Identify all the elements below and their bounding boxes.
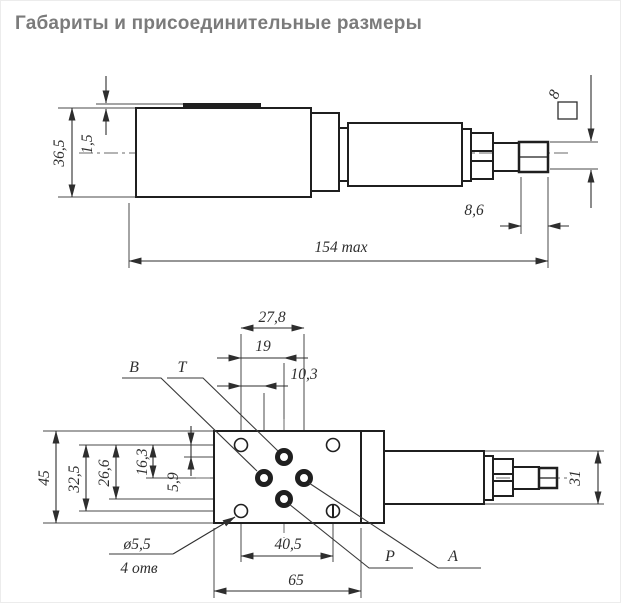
adjust-cylinder [347,122,463,187]
dim-square-end-size: 8 [545,87,564,101]
top-plate [183,103,261,109]
leader-port-a [308,482,481,569]
port-p [275,490,293,508]
castle-nut-tooth [470,132,494,152]
dim-body-height: 36,5 [51,139,68,167]
dim-valve-body-height: 31 [567,470,584,487]
castle-nut-tooth [470,160,494,180]
page-title: Габариты и присоединительные размеры [15,13,423,34]
square-section-symbol [557,101,578,120]
port-t [275,448,293,466]
port-a [295,469,313,487]
dim-port-p-row: 26,6 [96,459,113,486]
dim-block-height: 45 [36,470,53,486]
mount-hole [325,437,341,453]
body-flange [310,112,340,192]
hole-note-diameter: ø5,5 [122,536,150,553]
dim-port-t-row: 5,9 [165,472,182,492]
leader-port-t [167,377,279,452]
leader-hole-note [172,516,236,555]
port-b [255,469,273,487]
leader-port-p [288,503,413,569]
castle-nut-tooth [492,458,514,475]
port-label-a: A [447,548,458,565]
adjust-cylinder [383,450,485,505]
port-label-b: B [129,359,139,376]
plan-view: B T P A ø5,5 4 отв 27,8 19 10,3 [36,309,604,598]
neck [338,127,349,182]
mount-hole [233,437,249,453]
dim-port-a-col: 27,8 [258,309,285,326]
port-label-t: T [178,359,188,376]
mount-hole [233,503,249,519]
dim-square-end-length: 8,6 [464,202,484,219]
dim-ports-tp-col: 19 [255,338,271,355]
hole-note-count: 4 отв [120,560,158,577]
leader-port-b [122,377,258,472]
stem [512,466,540,490]
dim-mount-holes-vertical: 32,5 [66,465,83,493]
stem [492,142,520,172]
dim-block-length: 65 [288,572,304,589]
castle-nut-rim [483,455,494,501]
valve-body [135,107,312,198]
dim-mount-holes-horizontal: 40,5 [274,536,301,553]
dim-port-b-col: 10,3 [290,366,317,383]
port-label-p: P [384,548,395,565]
castle-nut-tooth [492,480,514,497]
castle-nut-rim [461,128,472,182]
dim-ports-ab-row: 16,3 [134,448,151,475]
dim-overall-length: 154 max [315,239,368,256]
side-view: 36,5 1,5 154 max 8,6 8 [51,75,598,268]
dim-plate-thickness: 1,5 [79,134,96,154]
